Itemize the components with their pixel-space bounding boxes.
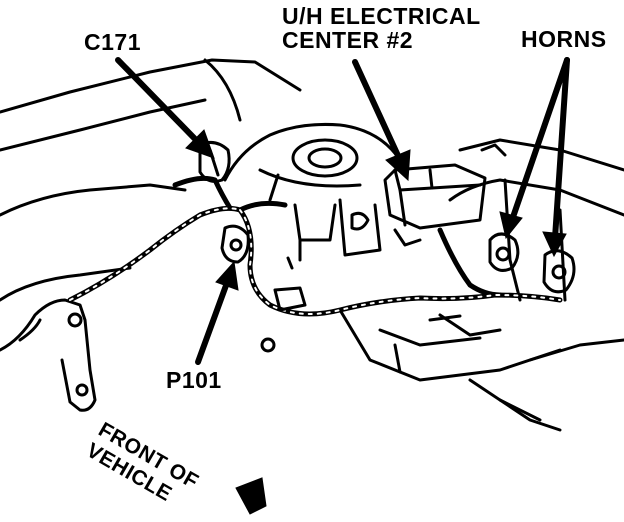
arrow-uh-electrical-center: [352, 59, 411, 182]
label-uh-line2: CENTER #2: [282, 27, 414, 53]
label-p101: P101: [166, 367, 222, 393]
radiator-support: [338, 308, 562, 432]
left-bracket: [0, 298, 97, 412]
arrow-horns-left: [499, 57, 570, 240]
label-uh-line1: U/H ELECTRICAL: [282, 3, 481, 29]
label-c171: C171: [84, 29, 141, 55]
left-fender: [0, 58, 302, 302]
engine-block: [223, 122, 402, 262]
horn-right: [542, 249, 576, 294]
arrow-c171: [115, 57, 215, 159]
label-uh-electrical-center: U/H ELECTRICAL CENTER #2: [282, 4, 481, 52]
arrow-p101: [195, 260, 239, 365]
arrow-front-of-vehicle: [235, 477, 267, 515]
arrow-horns-right: [542, 57, 570, 258]
label-horns: HORNS: [521, 26, 607, 52]
harness-segments: [69, 207, 561, 315]
connector-p101: [220, 224, 250, 264]
electrical-center-box: [383, 163, 487, 247]
horn-left: [488, 232, 520, 272]
small-clip: [260, 256, 307, 353]
wiring-harness: [67, 175, 563, 317]
